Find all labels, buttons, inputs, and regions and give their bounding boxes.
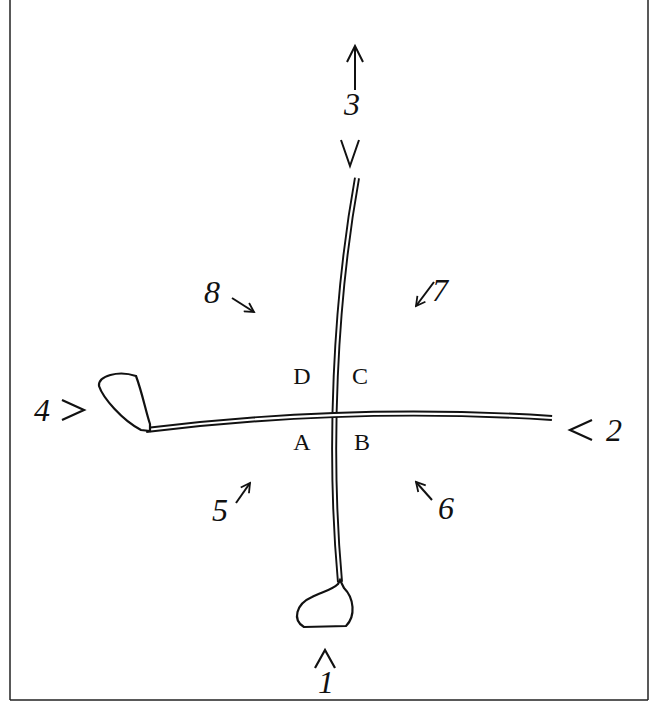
quadrant-letter: D	[293, 364, 310, 388]
frame-line	[9, 0, 11, 700]
stroke-chevron	[570, 420, 592, 440]
callout-number: 6	[438, 492, 454, 524]
frame-line	[10, 699, 648, 701]
callout-number: 4	[34, 394, 50, 426]
callout-number: 3	[344, 88, 360, 120]
direction-arrow	[236, 483, 250, 503]
quadrant-letter: A	[293, 430, 310, 454]
stroke-chevron	[341, 140, 359, 166]
stroke-chevron	[62, 400, 84, 420]
quadrant-letter: C	[352, 364, 368, 388]
direction-arrow	[232, 298, 254, 312]
oar-shaft	[146, 414, 552, 430]
oar-blade	[297, 580, 353, 627]
direction-arrow	[416, 482, 432, 500]
callout-number: 2	[606, 414, 622, 446]
quadrant-letter: B	[354, 430, 370, 454]
direction-arrow	[416, 282, 434, 306]
callout-number: 7	[432, 274, 448, 306]
callout-number: 5	[212, 494, 228, 526]
callout-number: 8	[204, 276, 220, 308]
frame-line	[647, 0, 649, 700]
direction-arrow	[354, 48, 356, 90]
direction-arrow	[347, 46, 363, 62]
oar-shaft	[146, 414, 552, 430]
oar-blade	[99, 374, 150, 431]
callout-number: 1	[318, 666, 334, 698]
